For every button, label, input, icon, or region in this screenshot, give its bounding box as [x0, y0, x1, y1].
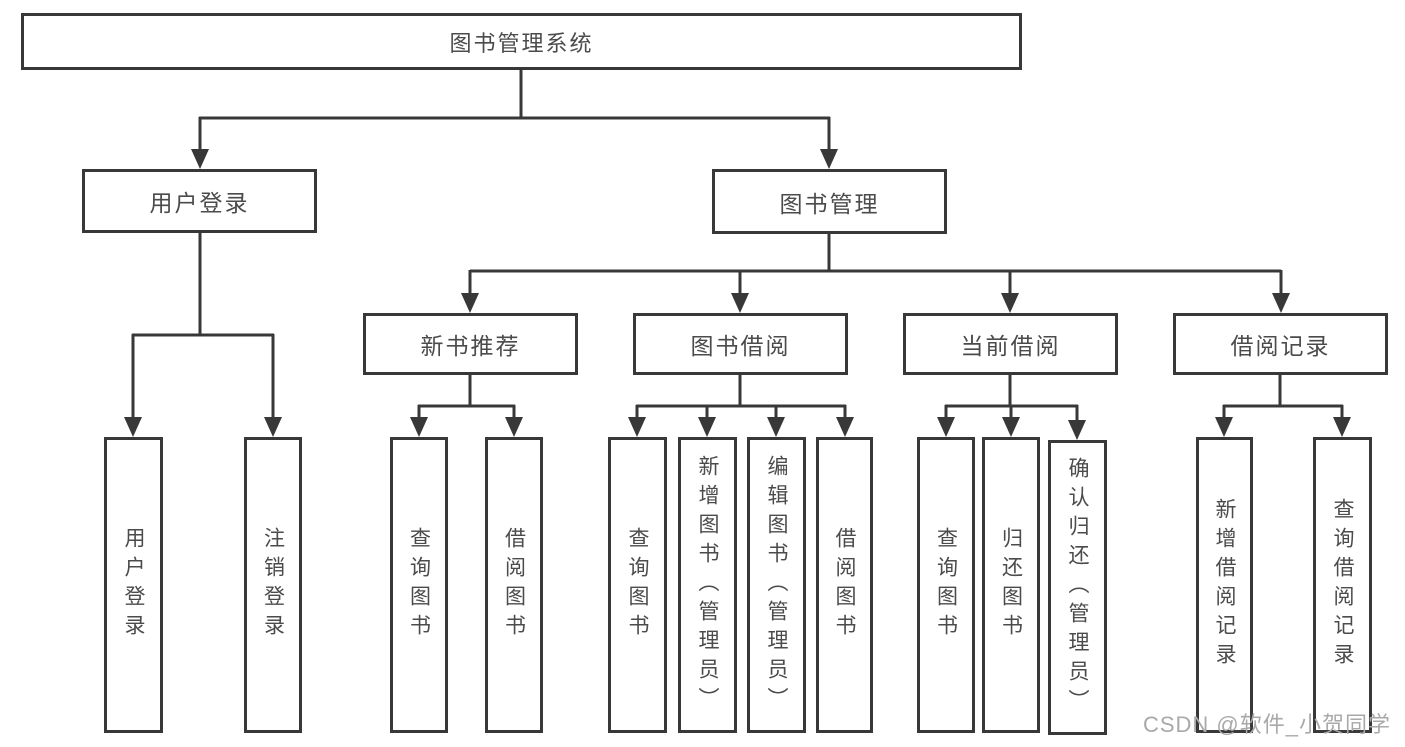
node-leaf-query-books-1: 查询图书 [390, 437, 448, 733]
node-leaf-borrow-books-2: 借阅图书 [816, 437, 873, 733]
node-book-borrowing: 图书借阅 [633, 313, 848, 375]
node-leaf-query-borrow-record: 查询借阅记录 [1313, 437, 1372, 733]
node-leaf-query-books-2: 查询图书 [608, 437, 667, 733]
node-leaf-confirm-return-admin: 确认归还（管理员） [1048, 440, 1107, 735]
node-leaf-borrow-books-1: 借阅图书 [485, 437, 543, 733]
node-leaf-user-login: 用户登录 [104, 437, 163, 733]
node-new-book-recommend: 新书推荐 [363, 313, 578, 375]
node-current-borrowing: 当前借阅 [903, 313, 1118, 375]
node-leaf-logout: 注销登录 [244, 437, 302, 733]
node-leaf-edit-books-admin: 编辑图书（管理员） [747, 437, 806, 733]
node-borrowing-records: 借阅记录 [1173, 313, 1388, 375]
node-leaf-add-books-admin: 新增图书（管理员） [678, 437, 737, 733]
node-user-login: 用户登录 [82, 169, 317, 233]
node-leaf-query-books-3: 查询图书 [917, 437, 975, 733]
watermark: CSDN @软件_小贺同学 [1142, 712, 1391, 737]
node-root-library-management-system: 图书管理系统 [21, 13, 1022, 70]
node-leaf-add-borrow-record: 新增借阅记录 [1196, 437, 1253, 733]
node-leaf-return-books: 归还图书 [982, 437, 1040, 733]
node-book-management: 图书管理 [712, 169, 947, 234]
